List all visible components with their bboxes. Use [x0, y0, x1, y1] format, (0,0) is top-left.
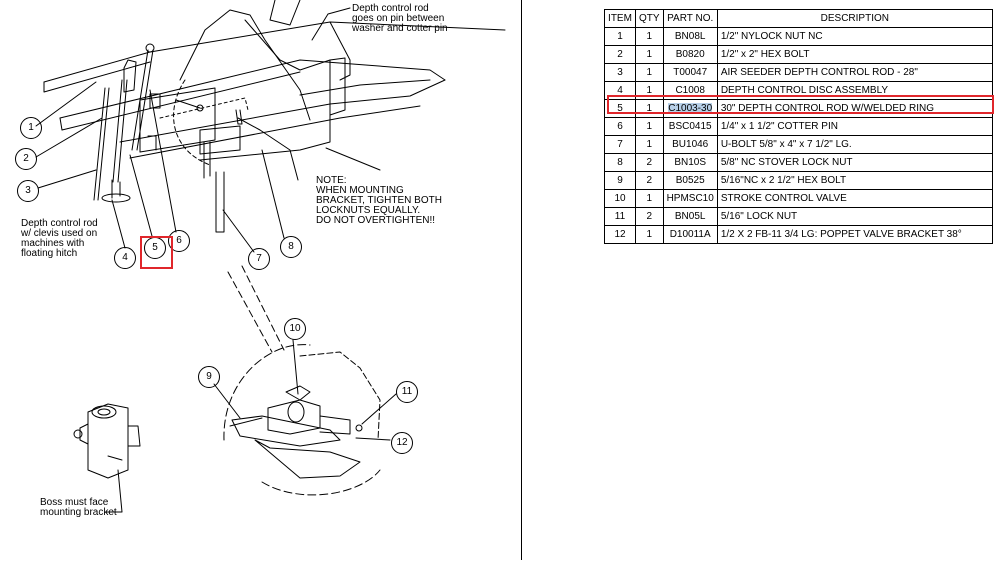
cell-qty: 1: [635, 117, 664, 136]
item-bubble-1: 1: [20, 117, 42, 139]
callout-floating-hitch: Depth control rod w/ clevis used on mach…: [21, 218, 98, 259]
callout-boss-note: Boss must face mounting bracket: [40, 497, 117, 518]
header-part-no: PART NO.: [662, 9, 718, 28]
cell-item: 12: [604, 225, 636, 244]
cell-qty: 2: [635, 171, 664, 190]
cell-item: 2: [604, 45, 636, 64]
parts-table-header: ITEM QTY PART NO. DESCRIPTION: [604, 9, 993, 28]
page-divider: [521, 0, 522, 560]
cell-part-no: BN08L: [662, 27, 718, 46]
cell-item: 10: [604, 189, 636, 208]
item-bubble-10: 10: [284, 318, 306, 340]
cell-description: U-BOLT 5/8" x 4" x 7 1/2" LG.: [716, 135, 993, 154]
cell-description: 5/16" LOCK NUT: [716, 207, 993, 226]
cell-qty: 1: [635, 27, 664, 46]
cell-qty: 1: [635, 135, 664, 154]
item-bubble-4: 4: [114, 247, 136, 269]
exploded-assembly-drawing: 1 2 3 4 5 6 7 8 9 10 11 12 Depth control…: [15, 0, 506, 518]
header-qty: QTY: [635, 9, 664, 28]
cell-description: 1/4" x 1 1/2" COTTER PIN: [716, 117, 993, 136]
cell-item: 3: [604, 63, 636, 82]
cell-qty: 1: [635, 45, 664, 64]
row-5-highlight-box: [607, 95, 994, 114]
item-bubble-6: 6: [168, 230, 190, 252]
item-bubble-2: 2: [15, 148, 37, 170]
cell-item: 6: [604, 117, 636, 136]
cell-item: 11: [604, 207, 636, 226]
cell-description: 5/8" NC STOVER LOCK NUT: [716, 153, 993, 172]
cell-description: AIR SEEDER DEPTH CONTROL ROD - 28": [716, 63, 993, 82]
cell-part-no: HPMSC10: [662, 189, 718, 208]
cell-item: 8: [604, 153, 636, 172]
cell-description: 1/2" NYLOCK NUT NC: [716, 27, 993, 46]
cell-qty: 1: [635, 225, 664, 244]
assembly-line-art: [35, 0, 506, 513]
callout-mounting-note: NOTE: WHEN MOUNTING BRACKET, TIGHTEN BOT…: [316, 175, 442, 226]
cell-description: STROKE CONTROL VALVE: [716, 189, 993, 208]
cell-part-no: T00047: [662, 63, 718, 82]
item-bubble-11: 11: [396, 381, 418, 403]
cell-part-no: BSC0415: [662, 117, 718, 136]
header-item: ITEM: [604, 9, 636, 28]
cell-item: 7: [604, 135, 636, 154]
item-bubble-7: 7: [248, 248, 270, 270]
cell-part-no: BN10S: [662, 153, 718, 172]
item-bubble-3: 3: [17, 180, 39, 202]
cell-part-no: B0525: [662, 171, 718, 190]
cell-description: 1/2" x 2" HEX BOLT: [716, 45, 993, 64]
callout-pin-note: Depth control rod goes on pin between wa…: [352, 3, 448, 34]
cell-part-no: B0820: [662, 45, 718, 64]
cell-qty: 2: [635, 207, 664, 226]
cell-part-no: BN05L: [662, 207, 718, 226]
selected-part-number[interactable]: C1003-30: [668, 102, 713, 114]
item-bubble-9: 9: [198, 366, 220, 388]
item-bubble-12: 12: [391, 432, 413, 454]
cell-description: 1/2 X 2 FB-11 3/4 LG: POPPET VALVE BRACK…: [716, 225, 993, 244]
cell-qty: 1: [635, 63, 664, 82]
cell-item: 1: [604, 27, 636, 46]
header-description: DESCRIPTION: [716, 9, 993, 28]
cell-qty: 1: [635, 189, 664, 208]
cell-part-no: D10011A: [662, 225, 718, 244]
cell-qty: 2: [635, 153, 664, 172]
cell-item: 9: [604, 171, 636, 190]
bubble-5-highlight-box: [140, 236, 173, 269]
item-bubble-8: 8: [280, 236, 302, 258]
cell-part-no: BU1046: [662, 135, 718, 154]
cell-description: 5/16"NC x 2 1/2" HEX BOLT: [716, 171, 993, 190]
